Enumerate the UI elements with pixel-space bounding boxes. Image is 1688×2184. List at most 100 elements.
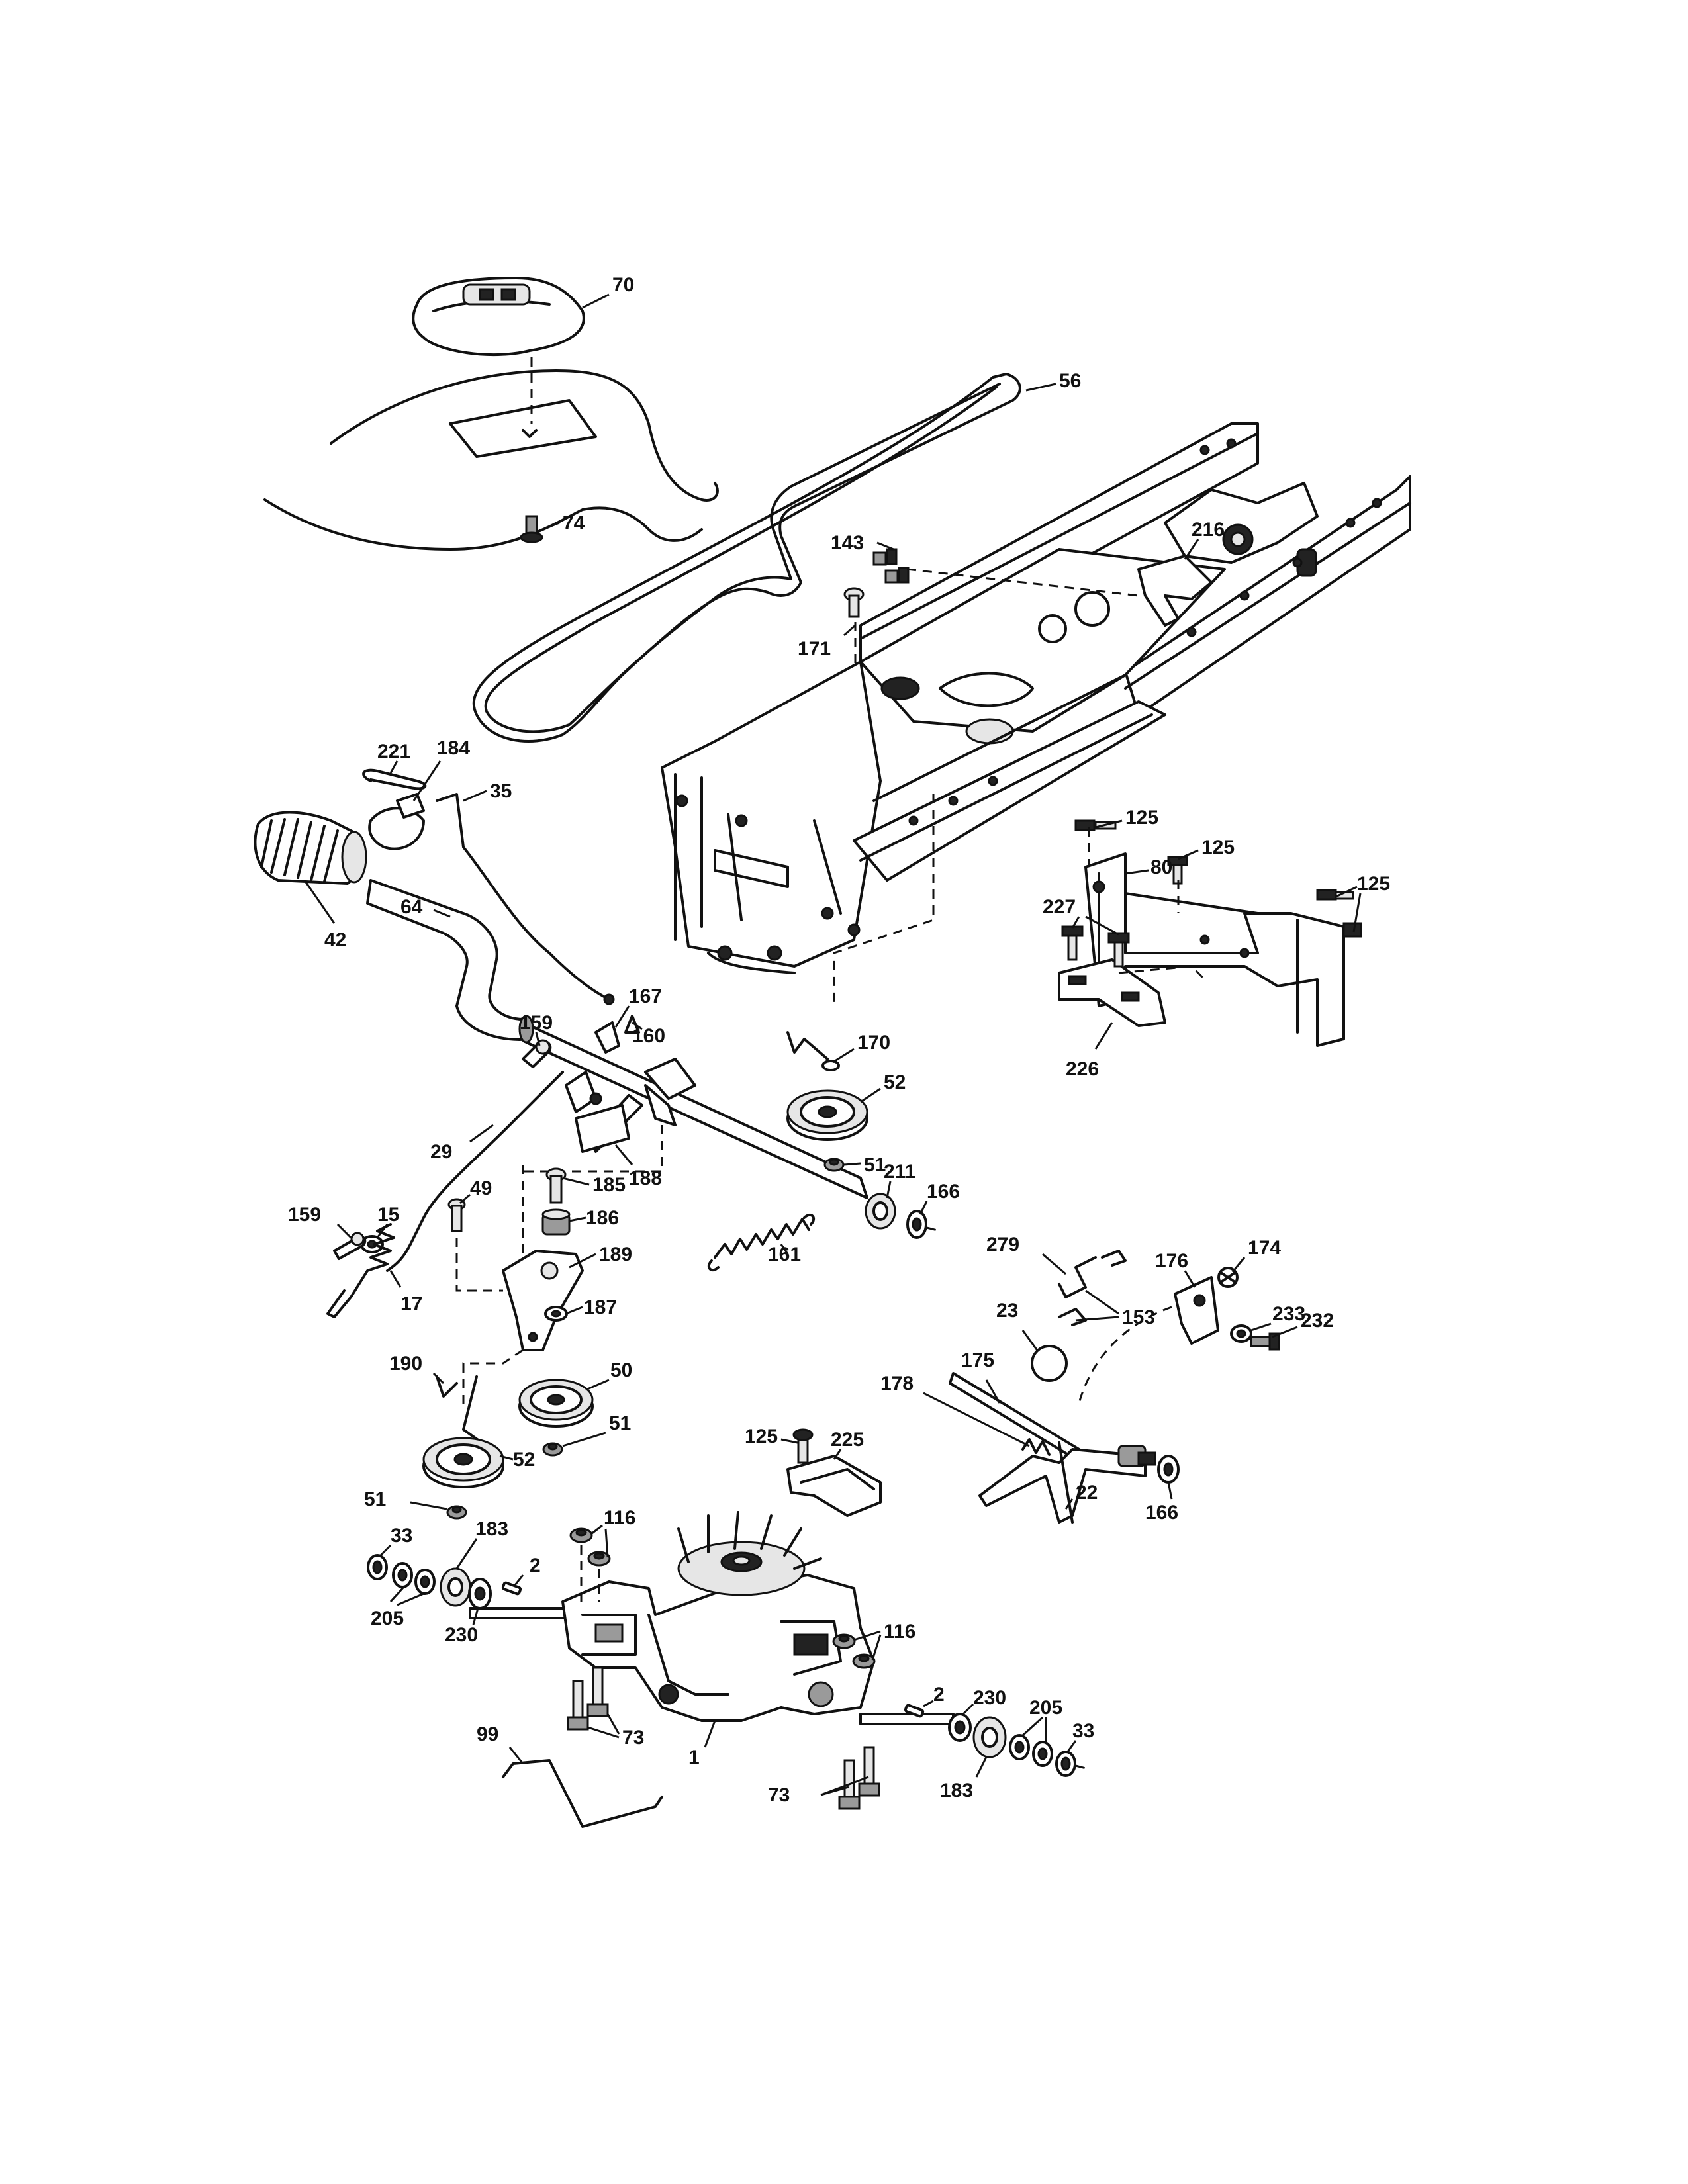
bolts-part-125 — [1074, 819, 1362, 938]
nut-part-51 — [542, 1442, 563, 1457]
callout-230b: 230 — [973, 1687, 1006, 1709]
callout-51a: 51 — [864, 1154, 886, 1176]
assembly-line — [1078, 1306, 1172, 1404]
washer-part-230 — [948, 1713, 972, 1742]
callout-153: 153 — [1122, 1306, 1155, 1328]
callout-labels: 70 56 74 143 216 171 221 184 35 42 125 8… — [288, 274, 1390, 1806]
callout-51b: 51 — [609, 1412, 631, 1434]
callout-74: 74 — [563, 512, 585, 534]
callout-190: 190 — [389, 1353, 422, 1375]
callout-166a: 166 — [927, 1181, 960, 1203]
callout-64: 64 — [400, 896, 423, 918]
washer-part-233 — [1230, 1324, 1252, 1343]
callout-70: 70 — [612, 274, 634, 296]
bolts-part-143 — [872, 548, 910, 584]
callout-99: 99 — [477, 1723, 498, 1745]
drive-belt-part-56 — [472, 373, 1021, 743]
bushing-part-183 — [972, 1716, 1007, 1758]
pedal-plate — [644, 1058, 696, 1126]
bolt-part-185 — [545, 1167, 567, 1204]
assembly-line — [462, 1349, 524, 1410]
callout-176: 176 — [1155, 1250, 1188, 1272]
pedal-grip-part-42 — [254, 811, 367, 885]
pulley-part-52 — [422, 1437, 504, 1488]
pulley-part-50 — [518, 1379, 594, 1428]
washer-part-187 — [544, 1306, 568, 1322]
callout-183a: 183 — [475, 1518, 508, 1540]
clevis-pin-part-159 — [333, 1232, 367, 1260]
washer-part-166 — [906, 1210, 927, 1239]
washers-part-205 — [1009, 1734, 1053, 1767]
callout-166b: 166 — [1145, 1502, 1178, 1524]
assembly-line — [455, 1238, 503, 1292]
washer-part-166 — [1157, 1455, 1180, 1484]
callout-42: 42 — [324, 929, 346, 951]
callout-49: 49 — [470, 1177, 492, 1199]
bolt-part-232 — [1250, 1332, 1280, 1351]
bracket-part-188 — [575, 1104, 630, 1153]
callout-125c: 125 — [1357, 873, 1390, 895]
callout-178: 178 — [880, 1373, 914, 1394]
callout-184: 184 — [437, 737, 470, 759]
callout-233: 233 — [1272, 1303, 1305, 1325]
pulley-part-52 — [786, 1089, 868, 1141]
bushing-part-183 — [440, 1567, 471, 1607]
callout-33a: 33 — [391, 1525, 412, 1547]
callout-232: 232 — [1301, 1310, 1334, 1332]
nuts-part-116 — [569, 1527, 876, 1669]
key-part-2 — [501, 1581, 522, 1596]
callout-2a: 2 — [530, 1555, 541, 1576]
assembly-line — [1075, 1764, 1086, 1770]
clevis-pin-part-159 — [522, 1039, 552, 1068]
key-part-2 — [904, 1704, 925, 1718]
callout-51c: 51 — [364, 1488, 386, 1510]
transaxle-part-1 — [469, 1511, 955, 1725]
spring-part-178 — [1021, 1438, 1051, 1456]
callout-17: 17 — [400, 1293, 422, 1315]
callout-116a: 116 — [604, 1507, 635, 1529]
idler-bracket-part-170 — [786, 1031, 840, 1071]
washer-part-230 — [468, 1578, 492, 1610]
callout-170: 170 — [857, 1032, 890, 1054]
lever-part-279 — [1058, 1256, 1097, 1298]
bolt-part-171 — [843, 587, 865, 618]
callout-185: 185 — [592, 1174, 626, 1196]
rod-part-35 — [436, 793, 615, 1005]
washers-part-205 — [392, 1562, 436, 1595]
assembly-line — [1118, 965, 1206, 981]
callout-175: 175 — [961, 1349, 994, 1371]
rod-part-99 — [502, 1759, 663, 1828]
washer-part-174 — [1217, 1267, 1239, 1288]
callout-159b: 159 — [288, 1204, 321, 1226]
callout-221: 221 — [377, 741, 410, 762]
bolt-part-125 — [792, 1428, 814, 1464]
callout-171: 171 — [798, 638, 831, 660]
snap-ring-part-33 — [367, 1554, 388, 1580]
callout-50: 50 — [610, 1359, 632, 1381]
pedal-shaft-part-64 — [366, 879, 868, 1199]
callout-29: 29 — [430, 1141, 452, 1163]
callout-56: 56 — [1059, 370, 1081, 392]
bushing-part-211 — [865, 1193, 896, 1230]
callout-15: 15 — [377, 1204, 399, 1226]
callout-22: 22 — [1076, 1482, 1098, 1504]
callout-186: 186 — [586, 1207, 619, 1229]
callout-52b: 52 — [513, 1449, 535, 1471]
callout-187: 187 — [584, 1297, 617, 1318]
callout-189: 189 — [599, 1244, 632, 1265]
spring-part-17 — [326, 1223, 395, 1318]
bracket-part-226 — [1058, 958, 1166, 1027]
callout-161: 161 — [768, 1244, 801, 1265]
callout-35: 35 — [490, 780, 512, 802]
callout-188: 188 — [629, 1167, 662, 1189]
callout-73b: 73 — [768, 1784, 790, 1806]
spacer-part-186 — [541, 1208, 571, 1236]
callout-211: 211 — [884, 1161, 915, 1183]
callout-225: 225 — [831, 1429, 864, 1451]
rod-part-29 — [386, 1071, 564, 1272]
callout-125b: 125 — [1201, 837, 1235, 858]
idler-arm-part-190 — [436, 1375, 488, 1447]
callout-1: 1 — [688, 1747, 700, 1768]
